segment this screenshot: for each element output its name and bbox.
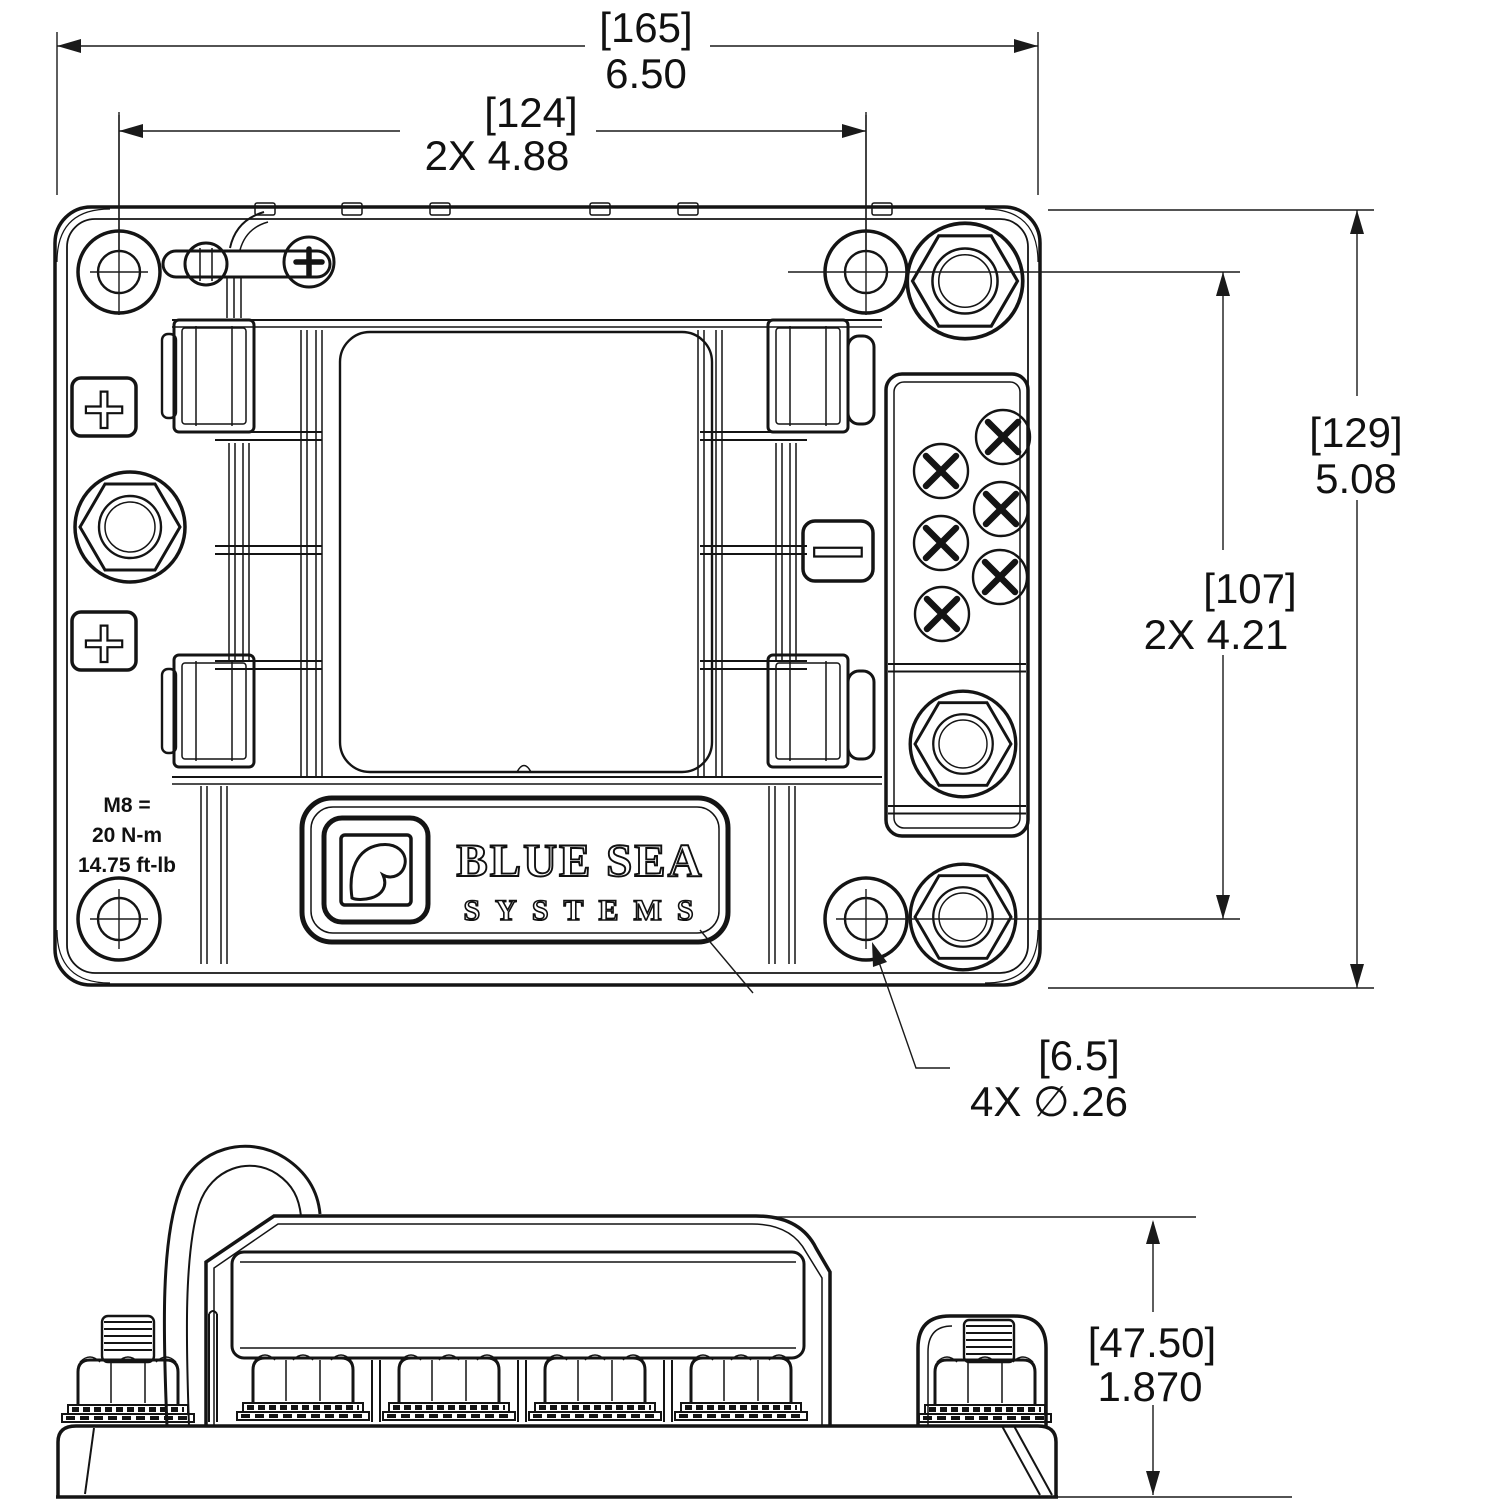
side-terminal-nut [529, 1355, 661, 1420]
brand-plate: BLUE SEA SYSTEMS [299, 795, 754, 994]
wave-icon [349, 843, 407, 901]
lanyard-loop [162, 1144, 322, 1427]
stud-terminal-top-right [905, 221, 1025, 341]
clip-lug-bottom-left [160, 667, 178, 755]
blue-sea-logo-mark [321, 815, 431, 925]
dim-hole-diameter-metric: [6.5] [1038, 1032, 1120, 1079]
mounting-holes [76, 115, 1240, 962]
interior-ledges [172, 319, 882, 785]
top-edge-tabs [254, 202, 893, 216]
clip-lug-top-left [160, 332, 178, 420]
logo-text-blue-sea: BLUE SEA [456, 835, 703, 887]
fuse-clip-top-right [766, 318, 850, 434]
stud-terminal-left [73, 470, 187, 584]
torque-annotation: M8 = 20 N-m 14.75 ft-lb [78, 794, 176, 877]
side-stud-left [62, 1314, 194, 1422]
logo-text-systems: SYSTEMS [463, 894, 708, 927]
dim-overall-width-metric: [165] [599, 4, 692, 51]
top-view: + + − [53, 115, 1240, 994]
side-terminal-nut [383, 1355, 515, 1420]
dimension-hole-spacing-y: [107] 2X 4.21 [1144, 272, 1297, 919]
terminal-screw [914, 516, 968, 570]
terminal-screw [976, 410, 1030, 464]
fuse-clip-bottom-left [172, 653, 256, 769]
screw-terminal-block [884, 372, 1030, 838]
body-corner-accents [56, 208, 1039, 984]
dimension-side-height: [47.50] 1.870 [770, 1216, 1292, 1498]
cover-window [230, 1250, 806, 1360]
terminal-screw [915, 587, 969, 641]
positive-label-lower: + [70, 607, 138, 677]
lanyard-pin [161, 211, 336, 318]
side-terminal-nut [675, 1355, 807, 1420]
stud-terminal-mid-right [908, 689, 1018, 799]
dim-hole-spacing-y-imperial: 2X 4.21 [1144, 611, 1289, 658]
clip-lug-bottom-right [846, 669, 876, 761]
fuse-cover-window [338, 330, 714, 774]
minus-symbol: − [806, 505, 870, 594]
plus-symbol: + [80, 374, 129, 442]
dim-overall-width-imperial: 6.50 [605, 50, 687, 97]
base-outline [56, 1424, 1058, 1497]
terminal-screw [973, 550, 1027, 604]
torque-line-3: 14.75 ft-lb [78, 854, 176, 877]
dim-overall-height-metric: [129] [1309, 409, 1402, 456]
stud-terminal-bottom-right [908, 862, 1018, 972]
fuse-rails-right [697, 330, 807, 964]
dim-hole-spacing-x-metric: [124] [484, 89, 577, 136]
dim-overall-height-imperial: 5.08 [1315, 455, 1397, 502]
dimension-overall-height: [129] 5.08 [1048, 209, 1403, 989]
terminal-divider-posts [208, 1310, 673, 1422]
fuse-clip-top-left [172, 318, 256, 434]
block-dividers [888, 663, 1026, 815]
negative-label: − [801, 504, 875, 595]
dim-hole-spacing-y-metric: [107] [1203, 565, 1296, 612]
fuse-rails-left [200, 330, 323, 964]
dim-hole-spacing-x-imperial: 2X 4.88 [425, 132, 570, 179]
cover-notch [516, 764, 532, 773]
clip-lug-top-right [846, 334, 876, 426]
fuse-clip-bottom-right [766, 653, 850, 769]
torque-line-1: M8 = [103, 794, 150, 817]
body-outline-outer [53, 205, 1042, 987]
dim-side-height-imperial: 1.870 [1097, 1363, 1202, 1410]
side-terminal-nut [237, 1355, 369, 1420]
plate-leader-line [699, 929, 754, 994]
dimension-overall-width: [165] 6.50 [56, 4, 1039, 195]
cover-profile [204, 1214, 832, 1426]
dim-hole-diameter-imperial: 4X ∅.26 [970, 1078, 1128, 1125]
positive-label-upper: + [70, 373, 138, 443]
terminal-screw [914, 444, 968, 498]
dimension-hole-spacing-x: [124] 2X 4.88 [118, 89, 867, 250]
plus-symbol: + [80, 608, 129, 676]
side-view [56, 1144, 1058, 1499]
dim-side-height-metric: [47.50] [1088, 1319, 1216, 1366]
side-stud-right [916, 1314, 1051, 1426]
torque-line-2: 20 N-m [92, 824, 162, 847]
dimension-hole-diameter: [6.5] 4X ∅.26 [872, 942, 1128, 1125]
